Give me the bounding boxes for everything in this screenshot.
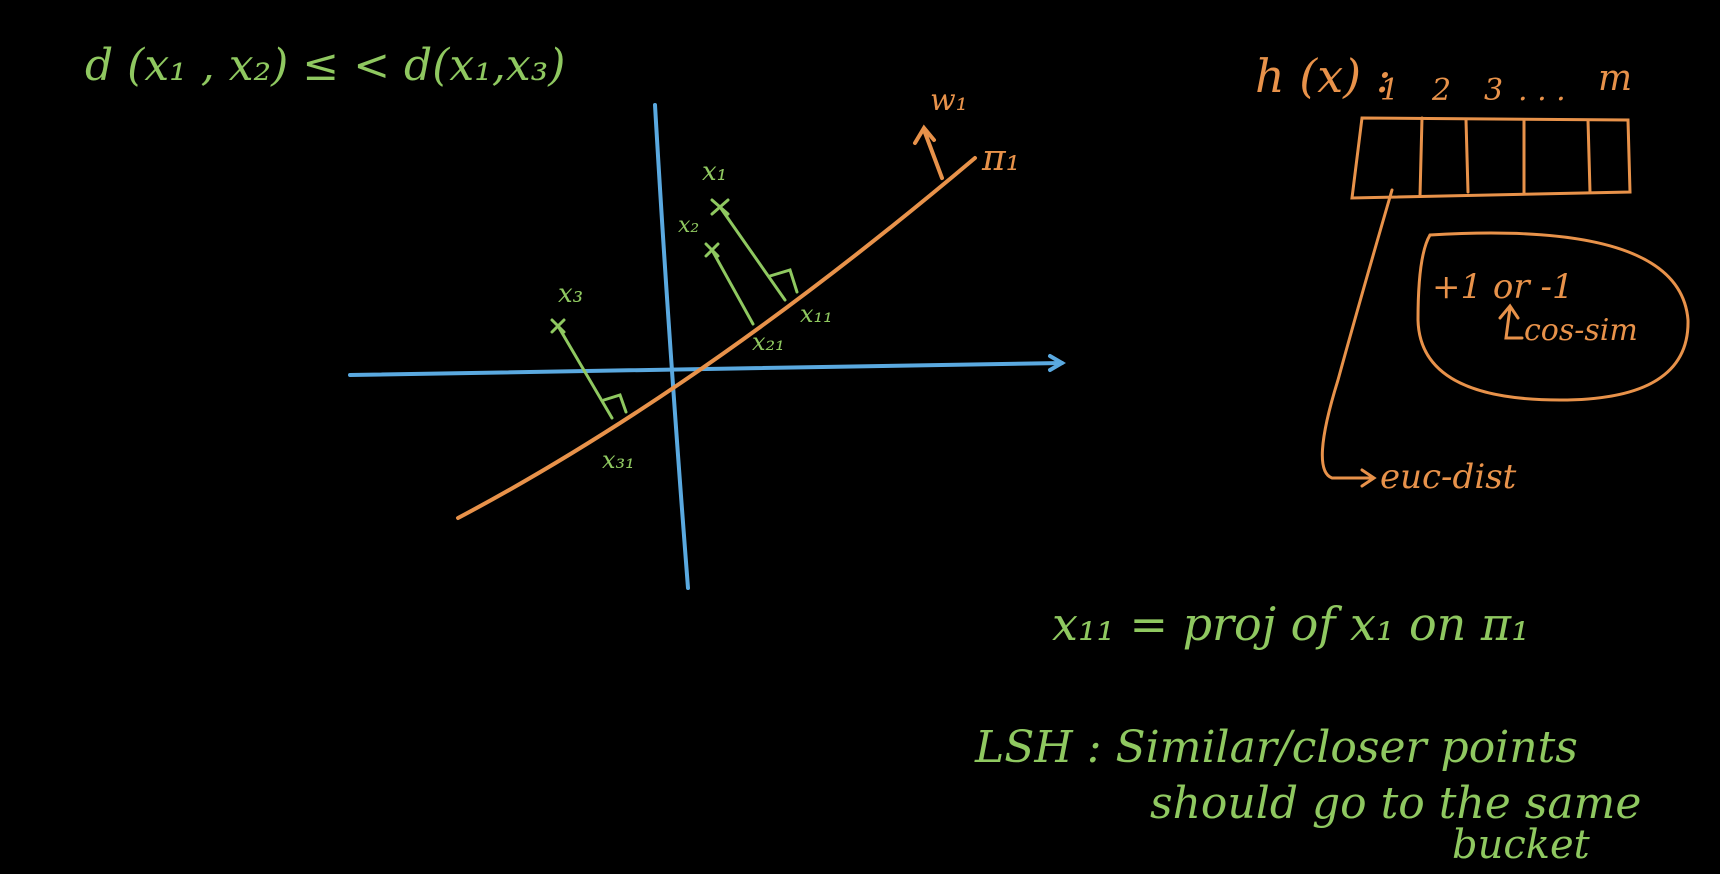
- lsh-definition-line1: LSH : Similar/closer points: [974, 722, 1578, 773]
- lsh-definition-line2: should go to the same: [1150, 778, 1641, 829]
- projections: [550, 198, 799, 420]
- x-axis: [348, 361, 1064, 377]
- distance-inequality: d (x₁ , x₂) ≤ < d(x₁,x₃): [85, 40, 565, 91]
- right-angle-x3: [602, 393, 628, 414]
- euc-dist-note: euc-dist: [1380, 457, 1517, 497]
- bucket-arrow: [1320, 188, 1394, 480]
- bucket-label-1: 1: [1380, 73, 1399, 108]
- cos-sim-note: cos-sim: [1524, 313, 1638, 348]
- right-angle-x1: [768, 268, 799, 294]
- y-axis: [653, 103, 690, 590]
- hash-title: h (x) :: [1255, 49, 1391, 103]
- cos-sim-arrow: [1498, 303, 1524, 340]
- lsh-definition-line3: bucket: [1452, 822, 1591, 868]
- bucket-label-3: 3: [1484, 73, 1503, 108]
- proj-label-x21: x₂₁: [752, 328, 785, 356]
- point-x2-mark: [704, 242, 720, 258]
- bucket-label-m: m: [1598, 58, 1632, 99]
- bucket-label-2: 2: [1431, 73, 1451, 108]
- projection-definition: x₁₁ = proj of x₁ on π₁: [1052, 597, 1530, 651]
- bucket-index-labels: 1 2 3 . . . m: [1380, 58, 1632, 108]
- normal-label: w₁: [930, 83, 968, 118]
- bucket-output-values: +1 or -1: [1432, 267, 1574, 307]
- normal-vector-w1: [913, 124, 944, 180]
- bucket-output-ellipse: [1416, 231, 1690, 402]
- plane-label: π₁: [981, 138, 1020, 179]
- plane-pi1: [456, 124, 977, 520]
- proj-line-x3: [556, 324, 614, 420]
- x-axis-arrowhead: [1048, 354, 1066, 372]
- bucket-array: [1320, 116, 1690, 488]
- point-label-x2: x₂: [678, 213, 699, 238]
- point-x3-mark: [550, 318, 566, 334]
- bucket-label-dots: . . .: [1518, 73, 1566, 108]
- point-label-x3: x₃: [558, 279, 583, 309]
- point-x1-mark: [710, 198, 730, 216]
- proj-line-x2: [710, 248, 755, 326]
- coordinate-axes: [348, 103, 1066, 590]
- point-label-x1: x₁: [702, 157, 727, 187]
- proj-label-x31: x₃₁: [602, 446, 635, 474]
- proj-label-x11: x₁₁: [800, 300, 833, 328]
- proj-line-x1: [718, 205, 787, 302]
